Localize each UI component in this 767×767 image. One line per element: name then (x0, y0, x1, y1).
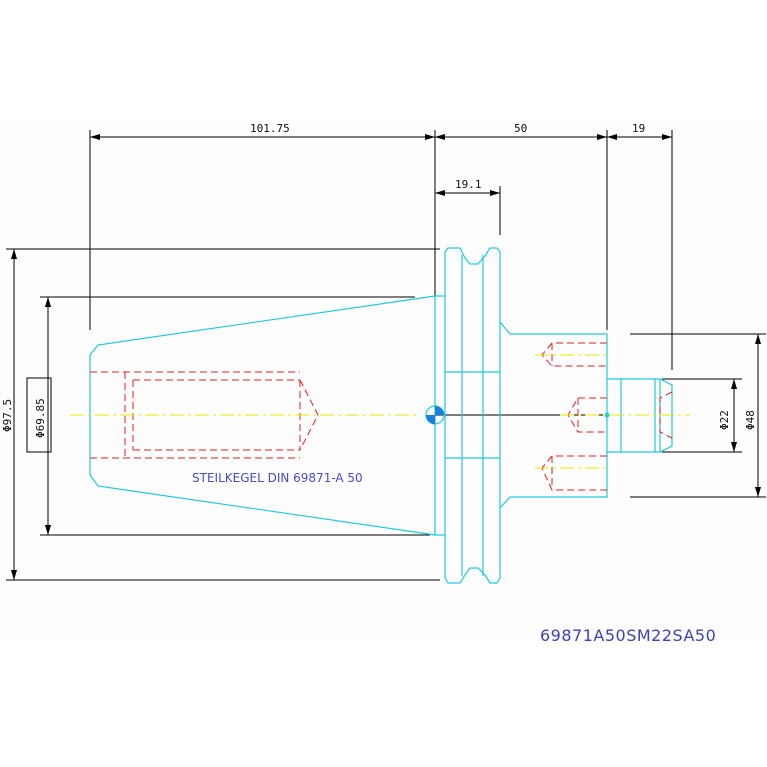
dim-dia-69-85: Φ69.85 (34, 398, 47, 438)
dim-dia-97-5: Φ97.5 (1, 399, 14, 432)
dim-dia-48: Φ48 (744, 410, 757, 430)
taper-label: STEILKEGEL DIN 69871-A 50 (192, 471, 363, 485)
drawing-sheet (0, 122, 767, 642)
dim-101-75: 101.75 (250, 122, 290, 135)
centerlines (70, 354, 690, 469)
dim-dia-22: Φ22 (718, 410, 731, 430)
dim-19: 19 (632, 122, 645, 135)
dimension-lines (6, 130, 766, 581)
part-code: 69871A50SM22SA50 (540, 626, 716, 645)
dim-50: 50 (514, 122, 527, 135)
hidden-lines (90, 342, 673, 491)
dim-19-1: 19.1 (455, 178, 482, 191)
